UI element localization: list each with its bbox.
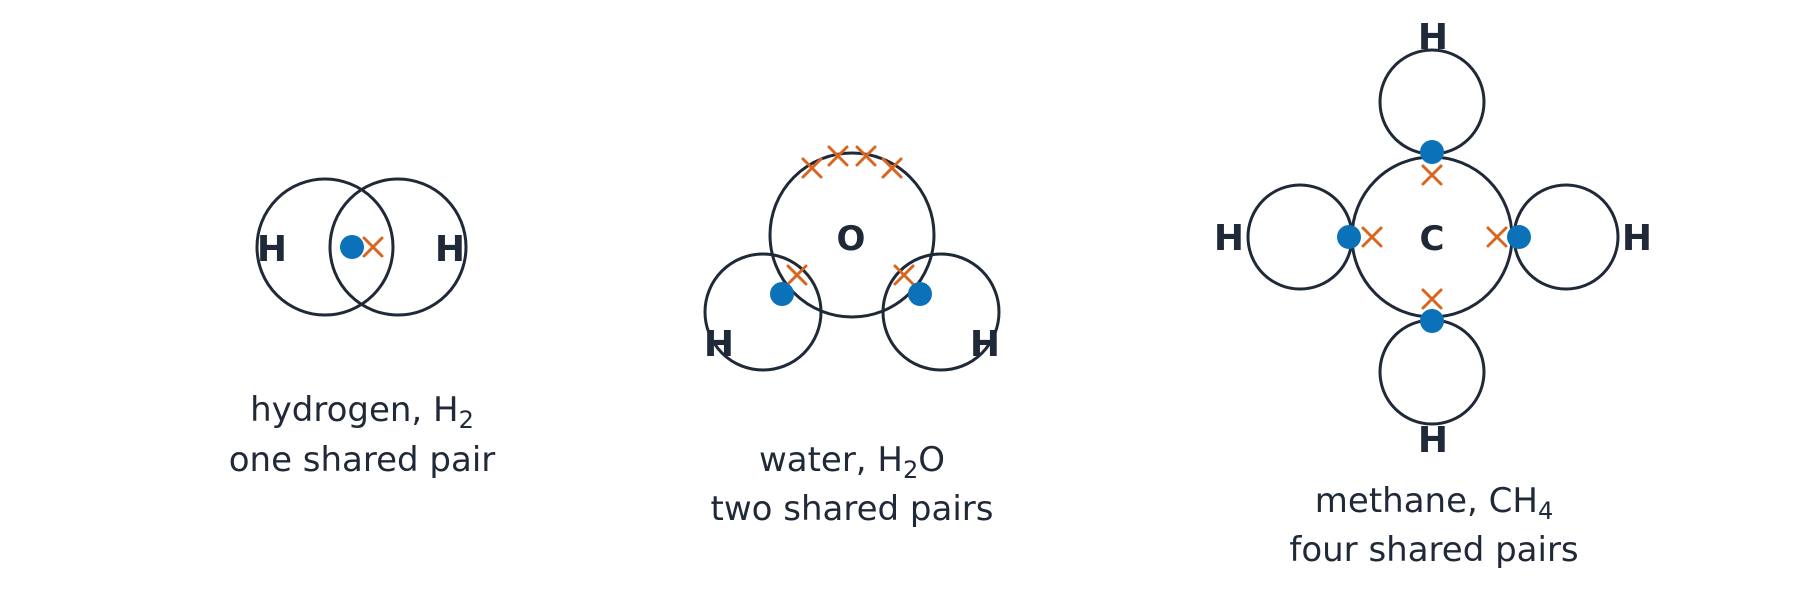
shared-cross-electron <box>786 264 808 286</box>
water-hydrogen-left-shell <box>703 252 823 372</box>
shared-cross-electron <box>1486 226 1508 248</box>
hydrogen-left-shell <box>255 177 395 317</box>
shared-cross-electron <box>893 264 915 286</box>
atom-symbol-h-left: H <box>1214 218 1244 259</box>
methane-hydrogen-bottom-shell <box>1378 318 1486 426</box>
shared-dot-electron <box>1507 225 1531 249</box>
shared-dot-electron <box>340 235 364 259</box>
shared-dot-electron <box>1420 309 1444 333</box>
atom-symbol-c: C <box>1420 219 1445 259</box>
caption-hydrogen-subtitle: one shared pair <box>229 440 496 480</box>
lone-pair-cross-electron <box>881 157 903 179</box>
methane-molecule: C H H H H methane, CH4 four shared pairs <box>1214 17 1652 570</box>
shared-dot-electron <box>1420 140 1444 164</box>
atom-symbol-h-right: H <box>435 229 465 270</box>
atom-symbol-h-left: H <box>704 324 734 365</box>
methane-hydrogen-top-shell <box>1378 48 1486 156</box>
shared-dot-electron <box>770 282 794 306</box>
atom-symbol-h-right: H <box>1622 218 1652 259</box>
lone-pair-cross-electron <box>827 145 849 167</box>
caption-water-subtitle: two shared pairs <box>711 489 994 529</box>
caption-methane-subtitle: four shared pairs <box>1289 530 1578 570</box>
water-hydrogen-right-shell <box>881 252 1001 372</box>
water-molecule: O H H water, H2O two shared pairs <box>703 145 1001 529</box>
lone-pair-cross-electron <box>801 157 823 179</box>
caption-methane-name: methane, CH4 <box>1315 481 1553 525</box>
atom-symbol-o: O <box>837 219 866 259</box>
methane-hydrogen-left-shell <box>1246 183 1354 291</box>
atom-symbol-h-bottom: H <box>1418 420 1448 461</box>
caption-hydrogen-name: hydrogen, H2 <box>250 390 474 434</box>
oxygen-shell <box>768 151 936 319</box>
shared-cross-electron <box>1421 164 1443 186</box>
hydrogen-right-shell <box>328 177 468 317</box>
shared-dot-electron <box>908 282 932 306</box>
hydrogen-molecule: H H hydrogen, H2 one shared pair <box>229 177 496 480</box>
atom-symbol-h-left: H <box>257 229 287 270</box>
lone-pair-cross-electron <box>855 145 877 167</box>
atom-symbol-h-top: H <box>1418 17 1448 58</box>
shared-cross-electron <box>362 236 384 258</box>
shared-dot-electron <box>1337 225 1361 249</box>
shared-cross-electron <box>1361 226 1383 248</box>
caption-water-name: water, H2O <box>759 440 945 484</box>
shared-cross-electron <box>1421 288 1443 310</box>
atom-symbol-h-right: H <box>970 324 1000 365</box>
